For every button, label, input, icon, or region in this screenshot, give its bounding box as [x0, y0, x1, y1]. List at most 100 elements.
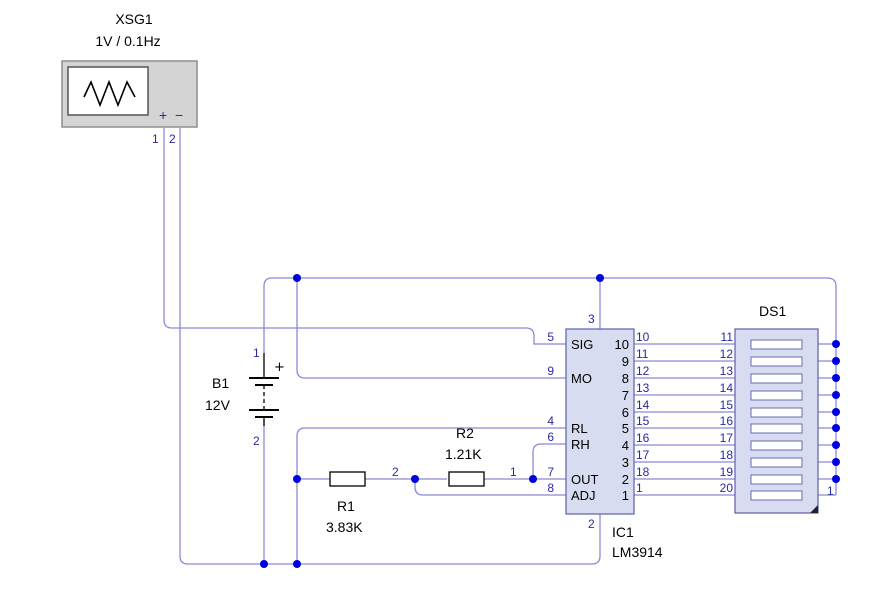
ic-output-pin: 10	[615, 337, 629, 352]
display-segment	[750, 390, 803, 401]
display-pin-number: 12	[720, 347, 734, 361]
generator-minus: −	[175, 107, 183, 123]
display-segment	[750, 474, 803, 485]
ic-pin-name-rh: RH	[571, 437, 590, 452]
battery-pin2: 2	[253, 434, 260, 448]
resistor-r1[interactable]: R1 3.83K	[326, 471, 366, 535]
wire-generator-sig	[163, 128, 566, 345]
bus-wire-label: 17	[636, 448, 650, 462]
bus-wire-label: 13	[636, 381, 650, 395]
function-generator[interactable]: XSG1 1V / 0.1Hz + − 1 2	[61, 11, 198, 146]
ic-pin-number: 9	[547, 364, 554, 378]
generator-plus: +	[159, 107, 167, 123]
display-pin-number: 13	[720, 364, 734, 378]
bus-wire-label: 10	[636, 330, 650, 344]
generator-screen	[67, 66, 149, 116]
display-pin-number: 14	[720, 381, 734, 395]
display-segment	[750, 423, 803, 434]
ic-part: LM3914	[612, 544, 663, 560]
junction-dot	[832, 424, 840, 432]
junction-dot	[293, 475, 301, 483]
generator-ref: XSG1	[115, 11, 153, 27]
ic-pin-name-mo: MO	[571, 371, 592, 386]
ic-pin-number: 5	[547, 330, 554, 344]
display-right-leads	[818, 343, 837, 496]
ic-pin-name-adj: ADJ	[571, 488, 596, 503]
wire-top-rail	[263, 277, 837, 353]
generator-value: 1V / 0.1Hz	[95, 33, 160, 49]
junction-dot	[411, 475, 419, 483]
ic-output-pin: 8	[622, 371, 629, 386]
ic-output-pin: 4	[622, 438, 629, 453]
ic-pin-name-rl: RL	[571, 421, 588, 436]
display-segment	[750, 356, 803, 367]
ic-output-pin: 2	[622, 472, 629, 487]
display-pin-number: 17	[720, 431, 734, 445]
junction-dot	[832, 441, 840, 449]
display-segment	[750, 373, 803, 384]
r1-body	[329, 471, 366, 487]
junction-dot	[832, 458, 840, 466]
display-ref: DS1	[759, 303, 786, 319]
battery-value: 12V	[205, 397, 231, 413]
triangle-wave-icon	[83, 79, 136, 108]
junction-dot	[529, 475, 537, 483]
wire-rh	[532, 443, 566, 479]
resistor-r2[interactable]: R2 1.21K 2 1	[392, 425, 517, 487]
ic-output-pin: 5	[622, 421, 629, 436]
r2-pin1: 1	[510, 465, 517, 479]
battery-pin1: 1	[253, 346, 260, 360]
junction-dot	[293, 560, 301, 568]
ic-body	[565, 328, 635, 515]
bus-wire-label: 18	[636, 465, 650, 479]
display-right-pin: 1	[827, 484, 834, 498]
junction-dot	[832, 340, 840, 348]
display-pin-number: 19	[720, 465, 734, 479]
r2-pin2: 2	[392, 465, 399, 479]
bus-wire-label: 16	[636, 431, 650, 445]
junction-dot	[832, 475, 840, 483]
ic-pin-name-out: OUT	[571, 472, 599, 487]
wire-adj	[414, 479, 566, 496]
ic-output-pin: 9	[622, 354, 629, 369]
ic-pin-number: 8	[547, 481, 554, 495]
battery-ref: B1	[212, 375, 229, 391]
generator-pin1: 1	[152, 132, 159, 146]
display-segment	[750, 440, 803, 451]
battery-b1[interactable]: + 1 2 B1 12V	[205, 346, 285, 448]
generator-pin2: 2	[169, 132, 176, 146]
bus-wire-label: 14	[636, 398, 650, 412]
junction-dot	[260, 560, 268, 568]
junction-dot	[832, 391, 840, 399]
junctions	[260, 274, 840, 568]
display-segment	[750, 339, 803, 350]
display-segments	[750, 339, 803, 501]
r2-ref: R2	[456, 425, 474, 441]
wire-mo	[296, 278, 566, 379]
ic-output-pin: 7	[622, 388, 629, 403]
ic-pin-number: 4	[547, 414, 554, 428]
display-pin-number: 11	[721, 330, 734, 344]
bus-wire-label: 15	[636, 414, 650, 428]
ic-ref: IC1	[612, 524, 634, 540]
display-segment	[750, 407, 803, 418]
ic-pin-number: 6	[547, 430, 554, 444]
display-pin-number: 16	[720, 414, 734, 428]
ic-pin-name-sig: SIG	[571, 337, 593, 352]
ic-display-bus: 10 11 12 13 14 15 16 17 18 1	[634, 330, 735, 496]
junction-dot	[832, 408, 840, 416]
r1-ref: R1	[337, 498, 355, 514]
wire-rl	[296, 427, 566, 564]
battery-polarity: +	[274, 360, 285, 375]
display-pin-number: 15	[720, 398, 734, 412]
bus-wire-label: 1	[636, 481, 643, 495]
display-segment	[750, 457, 803, 468]
r2-value: 1.21K	[445, 446, 482, 462]
ic-output-pin: 6	[622, 405, 629, 420]
ic-output-pin: 3	[622, 455, 629, 470]
